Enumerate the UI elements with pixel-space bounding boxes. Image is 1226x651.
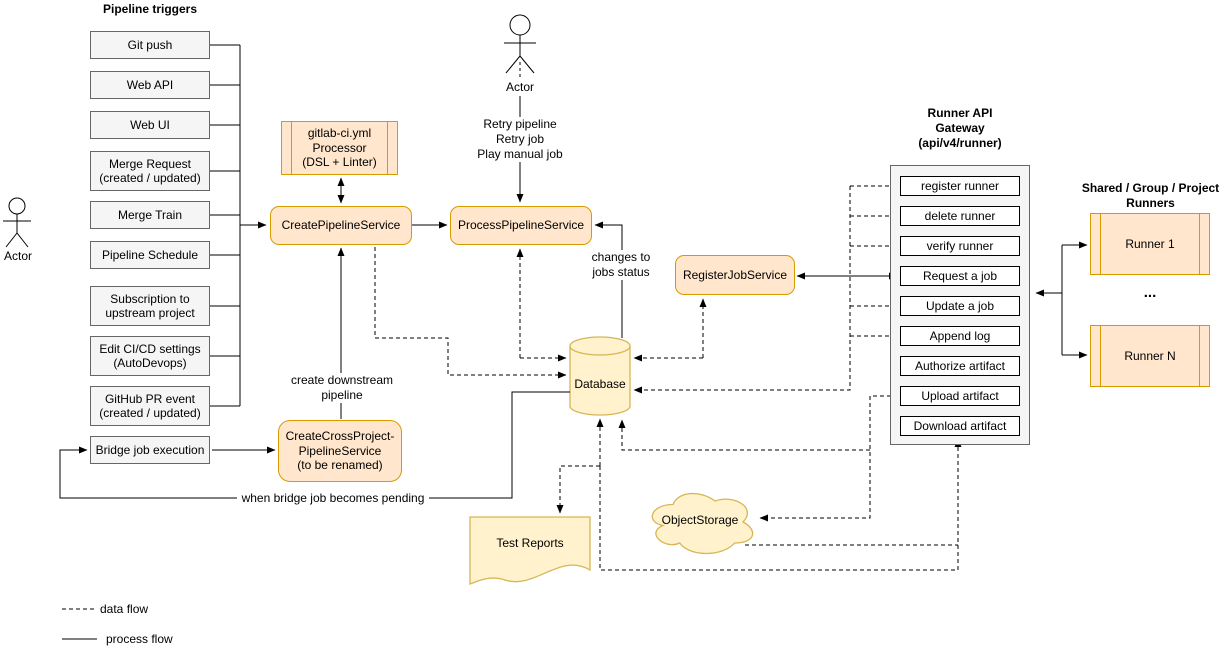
- create-downstream-pipeline-annotation: create downstream pipeline: [284, 373, 400, 403]
- endpoint-verify-runner: verify runner: [900, 236, 1020, 256]
- trigger-edit-cicd: Edit CI/CD settings (AutoDevops): [90, 336, 210, 376]
- object-storage-label: ObjectStorage: [661, 513, 739, 527]
- trigger-merge-train: Merge Train: [90, 201, 210, 229]
- actor-top-figure: [504, 15, 536, 79]
- runner-1: Runner 1: [1090, 213, 1210, 275]
- when-bridge-job-pending-annotation: when bridge job becomes pending: [237, 491, 429, 506]
- runner-gateway-title: Runner API Gateway (api/v4/runner): [918, 106, 1002, 150]
- legend-data-flow-label: data flow: [100, 602, 149, 616]
- actor-left-figure: [3, 198, 31, 247]
- trigger-bridge-job: Bridge job execution: [90, 436, 210, 464]
- actor-left-label: Actor: [3, 249, 32, 263]
- trigger-merge-request: Merge Request (created / updated): [90, 151, 210, 191]
- trigger-web-api: Web API: [90, 71, 210, 99]
- legend-key-lines: [62, 609, 97, 639]
- endpoint-download-artifact: Download artifact: [900, 416, 1020, 436]
- trigger-web-ui: Web UI: [90, 111, 210, 139]
- endpoint-update-a-job: Update a job: [900, 296, 1020, 316]
- endpoint-authorize-artifact: Authorize artifact: [900, 356, 1020, 376]
- trigger-pipeline-schedule: Pipeline Schedule: [90, 241, 210, 269]
- test-reports-document: [470, 517, 590, 584]
- runners-ellipsis: ...: [1143, 284, 1157, 301]
- database-label: Database: [574, 377, 626, 391]
- create-cross-project-pipeline-service: CreateCrossProject- PipelineService (to …: [278, 420, 402, 482]
- data-flow-connectors: [375, 186, 962, 570]
- object-storage-cloud: [652, 494, 752, 554]
- pipeline-triggers-title: Pipeline triggers: [102, 2, 198, 16]
- legend-process-flow-label: process flow: [106, 632, 173, 646]
- trigger-subscription: Subscription to upstream project: [90, 286, 210, 326]
- changes-to-jobs-status-annotation: changes to jobs status: [586, 250, 656, 280]
- trigger-git-push: Git push: [90, 31, 210, 59]
- endpoint-register-runner: register runner: [900, 176, 1020, 196]
- gitlab-ci-yml-processor: gitlab-ci.yml Processor (DSL + Linter): [281, 121, 398, 175]
- create-pipeline-service: CreatePipelineService: [270, 206, 412, 245]
- database-cylinder: [570, 337, 630, 415]
- process-pipeline-service: ProcessPipelineService: [450, 206, 592, 245]
- runners-title: Shared / Group / Project Runners: [1081, 181, 1220, 210]
- actor-actions-annotation: Retry pipeline Retry job Play manual job: [470, 117, 570, 162]
- actor-top-label: Actor: [505, 80, 534, 94]
- endpoint-upload-artifact: Upload artifact: [900, 386, 1020, 406]
- endpoint-request-a-job: Request a job: [900, 266, 1020, 286]
- register-job-service: RegisterJobService: [675, 255, 795, 295]
- endpoint-append-log: Append log: [900, 326, 1020, 346]
- endpoint-delete-runner: delete runner: [900, 206, 1020, 226]
- test-reports-label: Test Reports: [496, 536, 564, 550]
- runner-n: Runner N: [1090, 325, 1210, 387]
- trigger-github-pr: GitHub PR event (created / updated): [90, 386, 210, 426]
